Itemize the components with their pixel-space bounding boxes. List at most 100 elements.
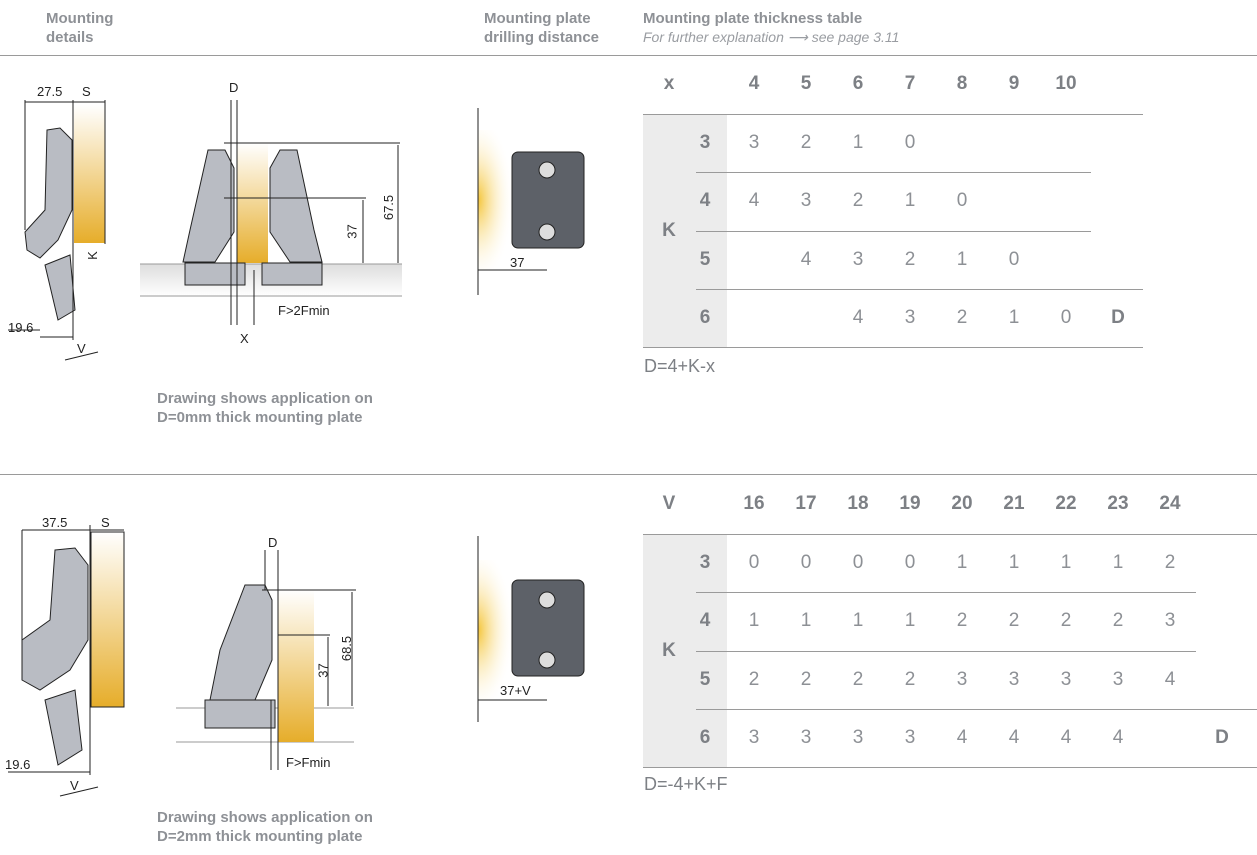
table-cell: 0 (852, 552, 864, 574)
plate-distance-label: 37 (510, 255, 525, 270)
column-header: 19 (899, 493, 921, 514)
table-cell: 2 (1060, 610, 1072, 632)
table-cell: 2 (800, 132, 812, 154)
table-cell: 1 (800, 610, 812, 632)
table-cell: 3 (748, 132, 760, 154)
dim-offset-label: 19.6 (8, 320, 34, 335)
table-cell: 2 (852, 668, 864, 690)
table-cell: 0 (1008, 248, 1020, 270)
table-bottom-rule (643, 347, 1143, 349)
table-cell: 3 (1164, 610, 1176, 632)
dim-width-label: 37.5 (42, 515, 68, 530)
table-cell: 2 (852, 190, 864, 212)
table-cell: 3 (800, 727, 812, 749)
table-cell: 4 (1008, 727, 1020, 749)
row-rule (696, 650, 1196, 652)
column-header: 7 (904, 73, 916, 94)
table-cell: 2 (1112, 610, 1124, 632)
dim-37-label: 37 (344, 224, 360, 239)
table-cell: 3 (904, 727, 916, 749)
column-header: 20 (951, 493, 973, 514)
row-header-label: K (662, 639, 676, 661)
table-cell: 2 (1008, 610, 1020, 632)
table-cell: 4 (1112, 727, 1124, 749)
dim-v-label: V (70, 778, 79, 793)
caption-line: Drawing shows application on (157, 390, 373, 407)
drawing-caption-2: Drawing shows application on D=2mm thick… (157, 808, 373, 846)
caption-line: D=2mm thick mounting plate (157, 828, 363, 845)
row-k-value: 6 (699, 727, 711, 749)
row-rule (696, 592, 1196, 594)
table-cell: 1 (852, 132, 864, 154)
column-header: 22 (1055, 493, 1077, 514)
column-header: 6 (852, 73, 864, 94)
table-cell: 2 (956, 610, 968, 632)
drawing-caption-1: Drawing shows application on D=0mm thick… (157, 389, 373, 427)
section-divider (0, 474, 1257, 475)
table-cell: 1 (904, 610, 916, 632)
table-cell: 4 (956, 727, 968, 749)
table-cell: 0 (1060, 307, 1072, 329)
header-mounting-details: Mounting details (46, 9, 113, 47)
row-k-value: 3 (699, 132, 711, 154)
column-header: 16 (743, 493, 765, 514)
table-cell: 0 (956, 190, 968, 212)
caption-line: D=0mm thick mounting plate (157, 409, 363, 426)
table-cell: 0 (904, 552, 916, 574)
table-cell: 4 (1060, 727, 1072, 749)
dim-37-label: 37 (315, 663, 331, 678)
result-d-label: D (1215, 727, 1229, 749)
header-line: Mounting plate (484, 10, 591, 27)
column-header: 5 (800, 73, 812, 94)
column-header: 9 (1008, 73, 1020, 94)
row-k-value: 5 (699, 248, 711, 270)
dim-k-label: K (84, 251, 100, 260)
mounting-plate-1 (477, 108, 585, 295)
table-cell: 2 (904, 248, 916, 270)
dim-x-label: X (240, 331, 249, 346)
column-header: 8 (956, 73, 968, 94)
row-k-value: 3 (699, 552, 711, 574)
table-cell: 2 (748, 668, 760, 690)
table-cell: 3 (904, 307, 916, 329)
mounting-plate-2 (477, 536, 585, 722)
column-header: 23 (1107, 493, 1129, 514)
table-cell: 2 (904, 668, 916, 690)
column-header: 17 (795, 493, 817, 514)
table-cell: 1 (1008, 307, 1020, 329)
table-cell: 4 (852, 307, 864, 329)
table-cell: 3 (852, 727, 864, 749)
row-k-value: 4 (699, 610, 711, 632)
dim-v-label: V (77, 341, 86, 356)
table-cell: 3 (800, 190, 812, 212)
table-cell: 3 (1008, 668, 1020, 690)
row-k-value: 6 (699, 307, 711, 329)
plate-distance-label: 37+V (500, 683, 531, 698)
table-cell: 2 (1164, 552, 1176, 574)
table-cell: 3 (748, 727, 760, 749)
table-cell: 1 (904, 190, 916, 212)
hinge-front-view-2 (176, 550, 356, 770)
header-line: drilling distance (484, 29, 600, 46)
header-line: Mounting (46, 10, 114, 27)
column-header: 24 (1159, 493, 1181, 514)
table-cell: 1 (1112, 552, 1124, 574)
caption-line: Drawing shows application on (157, 809, 373, 826)
row-k-value: 5 (699, 668, 711, 690)
table-cell: 1 (956, 248, 968, 270)
row-header-label: K (662, 219, 676, 241)
dim-s-label: S (82, 84, 91, 99)
table-cell: 3 (1112, 668, 1124, 690)
formula-1: D=4+K-x (644, 356, 716, 376)
header-line: details (46, 29, 94, 46)
table-cell: 0 (904, 132, 916, 154)
dim-width-label: 27.5 (37, 84, 63, 99)
dim-offset-label: 19.6 (5, 757, 31, 772)
table-cell: 1 (852, 610, 864, 632)
table-cell: 4 (1164, 668, 1176, 690)
dim-f-label: F>Fmin (286, 755, 331, 770)
header-thickness-table: Mounting plate thickness table (643, 10, 863, 27)
further-explanation-link[interactable]: For further explanation ⟶ see page 3.11 (643, 29, 900, 45)
table-cell: 1 (748, 610, 760, 632)
row-rule (696, 288, 1143, 290)
